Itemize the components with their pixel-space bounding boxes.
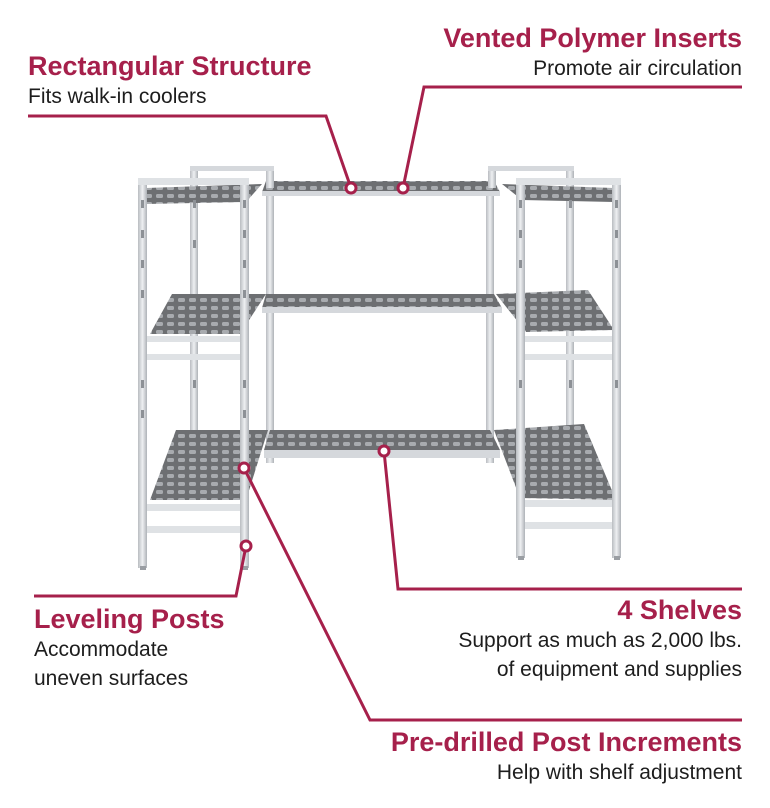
- leader-lines: [28, 85, 742, 722]
- marker-shelves: [377, 444, 391, 458]
- callout-title: Vented Polymer Inserts: [443, 23, 742, 53]
- callout-desc: Help with shelf adjustment: [496, 761, 742, 784]
- leader-rectangular: [28, 114, 353, 189]
- callout-vented-polymer-inserts: Vented Polymer Inserts Promote air circu…: [443, 22, 742, 83]
- callout-title: Rectangular Structure: [28, 51, 312, 81]
- callout-title: 4 Shelves: [617, 595, 742, 625]
- right-shelf-unit: [488, 166, 621, 560]
- marker-dots: [237, 181, 410, 553]
- marker-leveling: [239, 539, 253, 553]
- callout-title: Pre-drilled Post Increments: [390, 727, 742, 757]
- callout-desc: Promote air circulation: [533, 57, 742, 80]
- callout-desc-line1: Support as much as 2,000 lbs.: [458, 629, 742, 652]
- left-shelf-unit: [138, 166, 274, 570]
- marker-vented: [396, 181, 410, 195]
- callout-pre-drilled-post-increments: Pre-drilled Post Increments Help with sh…: [391, 726, 742, 787]
- callout-leveling-posts: Leveling Posts Accommodate uneven surfac…: [34, 603, 225, 693]
- callout-desc: Fits walk-in coolers: [28, 85, 207, 108]
- leader-shelves: [382, 450, 742, 591]
- callout-desc-line1: Accommodate: [34, 638, 169, 661]
- marker-rectangular: [344, 181, 358, 195]
- callout-4-shelves: 4 Shelves Support as much as 2,000 lbs. …: [458, 594, 742, 684]
- leader-predrilled: [242, 467, 742, 722]
- leader-leveling: [34, 545, 248, 598]
- callout-desc-line2: of equipment and supplies: [496, 658, 742, 681]
- callout-desc-line2: uneven surfaces: [34, 667, 189, 690]
- leader-vented: [401, 85, 742, 189]
- marker-predrilled: [237, 461, 251, 475]
- callout-title: Leveling Posts: [34, 604, 225, 634]
- callout-rectangular-structure: Rectangular Structure Fits walk-in coole…: [28, 50, 312, 111]
- center-shelf-unit: [262, 181, 502, 463]
